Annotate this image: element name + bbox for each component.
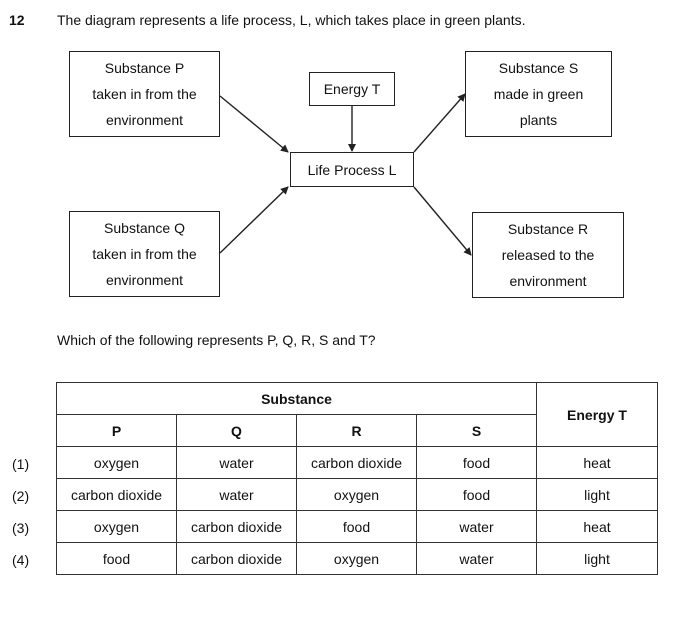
column-header-s: S <box>416 414 537 447</box>
arrow-l-to-s <box>413 93 466 153</box>
table-cell: food <box>56 542 177 575</box>
row-label-2: (2) <box>12 488 30 504</box>
table-subheader-row: P Q R S <box>56 414 658 447</box>
box-substance-q: Substance Q taken in from the environmen… <box>69 211 220 297</box>
box-substance-p: Substance P taken in from the environmen… <box>69 51 220 137</box>
table-cell: oxygen <box>56 510 177 543</box>
column-header-q: Q <box>176 414 297 447</box>
table-row: carbon dioxide water oxygen food light <box>56 478 658 511</box>
box-r-line-3: environment <box>509 273 587 289</box>
table-cell: water <box>416 510 537 543</box>
column-header-p: P <box>56 414 177 447</box>
table-cell: oxygen <box>296 478 417 511</box>
table-cell: oxygen <box>296 542 417 575</box>
arrow-q-to-l <box>219 186 289 254</box>
table-cell: food <box>296 510 417 543</box>
box-substance-r: Substance R released to the environment <box>472 212 624 298</box>
question-number: 12 <box>9 12 25 28</box>
table-cell: carbon dioxide <box>176 510 297 543</box>
table-cell: water <box>176 478 297 511</box>
energy-header: Energy T <box>536 382 658 447</box>
table-cell: water <box>416 542 537 575</box>
substance-header: Substance <box>56 382 537 415</box>
diagram-arrows <box>219 93 472 256</box>
row-label-3: (3) <box>12 520 30 536</box>
arrow-p-to-l <box>219 95 289 153</box>
table-cell: carbon dioxide <box>176 542 297 575</box>
table-cell: light <box>536 542 658 575</box>
box-p-line-2: taken in from the <box>92 86 197 102</box>
box-q-line-2: taken in from the <box>92 246 197 262</box>
table-cell: carbon dioxide <box>296 446 417 479</box>
question-prompt: Which of the following represents P, Q, … <box>57 332 376 348</box>
question-text: The diagram represents a life process, L… <box>57 12 526 28</box>
box-l-line-1: Life Process L <box>307 161 397 178</box>
column-header-r: R <box>296 414 417 447</box>
table-cell: food <box>416 478 537 511</box>
box-t-line-1: Energy T <box>323 81 381 97</box>
box-s-line-3: plants <box>519 112 558 128</box>
table-cell: oxygen <box>56 446 177 479</box>
table-cell: heat <box>536 510 658 543</box>
box-life-process-l: Life Process L <box>290 152 414 187</box>
arrow-l-to-r <box>413 186 472 256</box>
box-s-line-1: Substance S <box>498 60 579 76</box>
row-label-4: (4) <box>12 552 30 568</box>
box-p-line-1: Substance P <box>104 60 185 76</box>
table-row: food carbon dioxide oxygen water light <box>56 542 658 575</box>
table-cell: water <box>176 446 297 479</box>
box-q-line-3: environment <box>105 272 184 288</box>
box-p-line-3: environment <box>105 112 184 128</box>
table-cell: carbon dioxide <box>56 478 177 511</box>
table-cell: food <box>416 446 537 479</box>
row-label-1: (1) <box>12 456 30 472</box>
box-substance-s: Substance S made in green plants <box>465 51 612 137</box>
table-cell: heat <box>536 446 658 479</box>
box-r-line-1: Substance R <box>507 221 589 237</box>
table-cell: light <box>536 478 658 511</box>
table-row: oxygen water carbon dioxide food heat <box>56 446 658 479</box>
table-row: oxygen carbon dioxide food water heat <box>56 510 658 543</box>
box-s-line-2: made in green <box>493 86 584 102</box>
box-energy-t: Energy T <box>309 72 395 106</box>
answer-table: Substance Energy T P Q R S oxygen water … <box>56 382 658 575</box>
table-header-row: Substance Energy T <box>56 382 658 447</box>
box-q-line-1: Substance Q <box>104 220 185 236</box>
box-r-line-2: released to the <box>501 247 595 263</box>
